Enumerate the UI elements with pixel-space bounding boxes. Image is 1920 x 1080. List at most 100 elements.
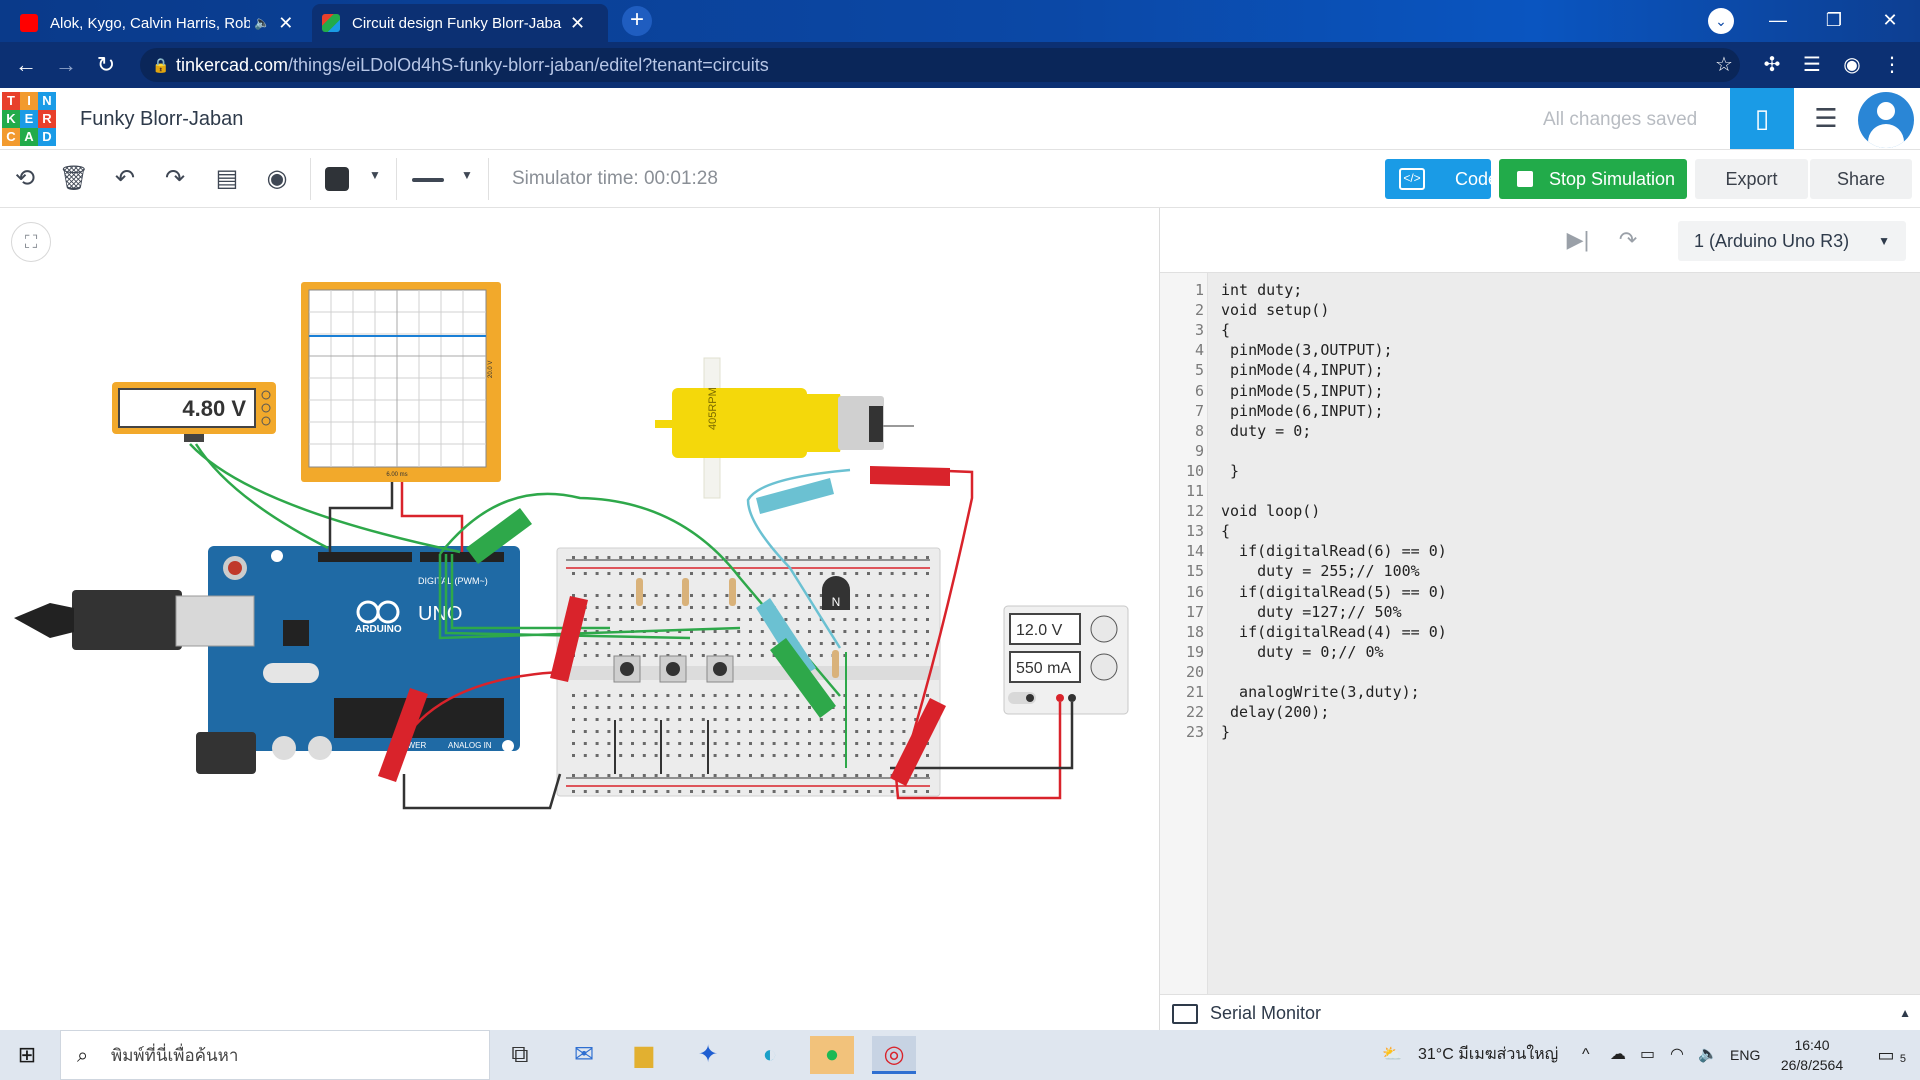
close-window-icon[interactable]: ✕ (1882, 10, 1898, 30)
dropbox-icon[interactable]: ✦ (697, 1041, 719, 1068)
browser-tab-strip: Alok, Kygo, Calvin Harris, Rob 🔈 ✕ Circu… (0, 0, 1920, 42)
onedrive-icon[interactable]: ☁ (1610, 1046, 1626, 1063)
code-line[interactable]: duty = 255;// 100% (1221, 562, 1420, 581)
battery-icon[interactable]: ▭ (1640, 1046, 1656, 1063)
volume-icon[interactable]: 🔈 (1698, 1046, 1718, 1063)
serial-monitor-bar[interactable]: Serial Monitor ▲ (1160, 994, 1920, 1030)
code-line[interactable]: if(digitalRead(6) == 0) (1221, 542, 1447, 561)
weather-text[interactable]: 31°C มีเมฆส่วนใหญ่ (1418, 1046, 1559, 1063)
extensions-icon[interactable]: ✣ (1763, 54, 1781, 76)
reading-list-icon[interactable]: ☰ (1803, 54, 1821, 76)
code-line[interactable]: if(digitalRead(5) == 0) (1221, 582, 1447, 601)
arduino-power-label: POWER (396, 741, 426, 750)
share-button[interactable]: Share (1810, 159, 1912, 199)
code-line[interactable]: delay(200); (1221, 703, 1330, 722)
code-line[interactable]: if(digitalRead(4) == 0) (1221, 622, 1447, 641)
profile-icon[interactable]: ◉ (1843, 54, 1861, 76)
tab-youtube[interactable]: Alok, Kygo, Calvin Harris, Rob 🔈 ✕ (10, 4, 310, 42)
undo-icon[interactable]: ↶ (114, 165, 136, 192)
code-line[interactable]: pinMode(6,INPUT); (1221, 401, 1384, 420)
wire-color-swatch[interactable] (325, 167, 349, 191)
spotify-icon[interactable]: ● (810, 1036, 854, 1074)
code-panel-toolbar: ▶| ↷ 1 (Arduino Uno R3)▼ (1160, 208, 1920, 272)
new-tab-button[interactable]: + (622, 6, 652, 36)
code-line[interactable]: pinMode(5,INPUT); (1221, 381, 1384, 400)
weather-icon[interactable]: ⛅ (1382, 1046, 1402, 1063)
project-title[interactable]: Funky Blorr-Jaban (80, 108, 244, 130)
stop-simulation-button[interactable]: Stop Simulation (1499, 159, 1687, 199)
mail-icon[interactable]: ✉ (573, 1041, 595, 1068)
notes-icon[interactable]: ▤ (215, 165, 239, 192)
code-line[interactable]: pinMode(4,INPUT); (1221, 361, 1384, 380)
alligator-clips[interactable] (378, 466, 950, 786)
dc-motor[interactable]: 405RPM (655, 357, 914, 499)
step-icon[interactable]: ▶| (1566, 227, 1590, 252)
reload-icon[interactable]: ↻ (96, 52, 116, 77)
code-line[interactable]: duty =127;// 50% (1221, 602, 1402, 621)
code-line[interactable]: } (1221, 461, 1240, 480)
code-line[interactable]: void setup() (1221, 301, 1330, 320)
transistor-label: N (832, 595, 841, 609)
close-icon[interactable]: ✕ (570, 12, 586, 33)
file-explorer-icon[interactable]: ▆ (634, 1041, 654, 1068)
circuit-diagram[interactable]: 6.00 ms 20.0 V 4.80 V (0, 208, 1159, 1030)
forward-icon[interactable]: → (55, 52, 77, 77)
wifi-icon[interactable]: ◠ (1670, 1046, 1684, 1063)
fit-view-button[interactable]: ⛶ (11, 222, 51, 262)
circuit-canvas[interactable]: 6.00 ms 20.0 V 4.80 V (0, 208, 1159, 1030)
chevron-up-icon[interactable]: ▲ (1899, 1006, 1911, 1020)
notification-icon[interactable]: ▭5 (1877, 1045, 1906, 1065)
multimeter[interactable]: 4.80 V (112, 382, 276, 442)
minimize-icon[interactable]: — (1769, 10, 1787, 30)
code-line[interactable]: int duty; (1221, 281, 1303, 299)
line-number: 1 (1194, 281, 1204, 299)
tray-chevron-icon[interactable]: ^ (1582, 1046, 1590, 1063)
task-view-icon[interactable]: ⧉ (511, 1041, 529, 1068)
device-select[interactable]: 1 (Arduino Uno R3)▼ (1678, 221, 1906, 261)
code-icon: </> (1399, 168, 1425, 190)
chrome-icon[interactable]: ◎ (872, 1036, 916, 1074)
speaker-icon[interactable]: 🔈 (254, 15, 271, 30)
code-line[interactable]: duty = 0;// 0% (1221, 642, 1384, 661)
profile-chip-icon[interactable]: ⌄ (1708, 8, 1734, 34)
tab-tinkercad[interactable]: Circuit design Funky Blorr-Jaban ✕ (312, 4, 608, 42)
eye-icon[interactable]: ◉ (266, 165, 288, 192)
components-view-button[interactable]: ▯ (1730, 88, 1794, 149)
code-line[interactable]: { (1221, 321, 1231, 340)
code-line[interactable]: { (1221, 522, 1231, 541)
avatar[interactable] (1858, 92, 1914, 148)
code-line[interactable]: duty = 0; (1221, 421, 1312, 440)
code-line[interactable]: pinMode(3,OUTPUT); (1221, 341, 1393, 360)
oscilloscope[interactable]: 6.00 ms 20.0 V (301, 282, 501, 482)
url-input[interactable]: 🔒 tinkercad.com/things/eiLDolOd4hS-funky… (140, 48, 1740, 82)
code-line[interactable]: analogWrite(3,duty); (1221, 683, 1420, 701)
edge-icon[interactable]: ◐ (762, 1041, 778, 1068)
wire-type-selector[interactable] (412, 178, 444, 182)
line-number: 4 (1194, 341, 1204, 360)
rotate-icon[interactable]: ⟲ (14, 165, 36, 192)
close-icon[interactable]: ✕ (278, 12, 294, 33)
language-indicator[interactable]: ENG (1730, 1047, 1761, 1063)
back-icon[interactable]: ← (15, 52, 37, 77)
menu-icon[interactable]: ⋮ (1882, 54, 1902, 76)
taskbar-search-input[interactable]: ⌕พิมพ์ที่นี่เพื่อค้นหา (60, 1030, 490, 1080)
chevron-down-icon[interactable]: ▼ (461, 168, 473, 182)
breadboard[interactable]: N (556, 547, 941, 797)
debugger-icon[interactable]: ↷ (1618, 227, 1638, 252)
redo-icon[interactable]: ↷ (164, 165, 186, 192)
restore-icon[interactable]: ❐ (1825, 10, 1843, 30)
export-button[interactable]: Export (1695, 159, 1808, 199)
component-list-button[interactable]: ☰ (1814, 103, 1838, 133)
code-line[interactable]: } (1221, 723, 1231, 742)
star-icon[interactable]: ☆ (1715, 54, 1733, 76)
chevron-down-icon[interactable]: ▼ (369, 168, 381, 182)
code-line[interactable]: void loop() (1221, 502, 1321, 521)
power-supply[interactable]: 12.0 V 550 mA (1003, 605, 1129, 715)
delete-icon[interactable]: 🗑 (58, 165, 90, 192)
arduino-uno[interactable]: DIGITAL (PWM~) ARDUINO UNO ANALOG IN POW… (14, 546, 520, 782)
code-button[interactable]: </>Code (1385, 159, 1498, 199)
windows-start-icon[interactable]: ⊞ (17, 1042, 37, 1067)
